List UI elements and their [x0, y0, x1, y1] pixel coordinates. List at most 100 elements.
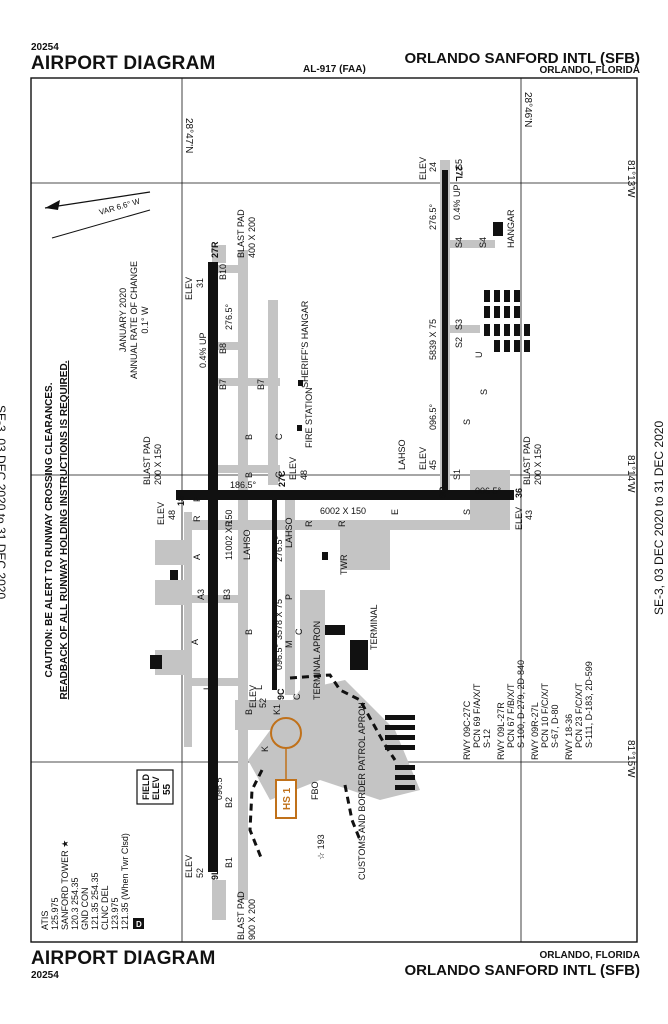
svg-text:K: K — [260, 746, 270, 752]
svg-text:RWY 09C-27C: RWY 09C-27C — [462, 700, 472, 760]
svg-text:F: F — [192, 496, 202, 502]
rwy-9l-num: 9L — [210, 869, 220, 880]
tower-label: TWR — [339, 554, 349, 575]
svg-text:B1: B1 — [224, 857, 234, 868]
rwy-36-elev: 43 — [524, 510, 534, 520]
taxiway-labels: B10 B8 B7 B7 B C B C R R R E S S S S1 S2… — [190, 159, 489, 868]
rwy-9c-elev-label: ELEV — [248, 685, 258, 708]
rwy-27r-blastpad-dims: 400 X 200 — [247, 217, 257, 258]
rwy-27l-elev: 24 — [428, 162, 438, 172]
rwy-9l-elev-label: ELEV — [184, 855, 194, 878]
svg-text:125.975: 125.975 — [50, 897, 60, 930]
lat-label-top: 28°47'N — [183, 118, 194, 153]
comms-badge: D — [136, 920, 142, 929]
rwy-36-blastpad-dims: 200 X 150 — [533, 444, 543, 485]
rwy-27r-num: 27R — [210, 241, 220, 258]
page-title-bottom: AIRPORT DIAGRAM — [31, 948, 216, 969]
airport-name-bottom: ORLANDO SANFORD INTL (SFB) — [404, 962, 640, 979]
field-elev-value: 55 — [162, 783, 173, 795]
svg-text:B10: B10 — [218, 264, 228, 280]
svg-text:121.35 254.35: 121.35 254.35 — [90, 872, 100, 930]
obstacle-label: ☆ 193 — [316, 834, 326, 860]
svg-text:S-100, D-279, 2D-840: S-100, D-279, 2D-840 — [516, 660, 526, 748]
svg-text:R: R — [337, 520, 347, 527]
rwy-18-elev: 48 — [167, 510, 177, 520]
terminal-label: TERMINAL — [369, 604, 379, 650]
runway-9r-27l — [442, 170, 448, 490]
svg-text:B: B — [244, 629, 254, 635]
svg-text:C: C — [274, 433, 284, 440]
hot-spot-box — [275, 779, 297, 819]
runway-9c-27c — [272, 490, 277, 690]
svg-text:S5: S5 — [454, 159, 464, 170]
rwy-18-elev-label: ELEV — [156, 502, 166, 525]
rwy-9l-dims: 11002 X 150 — [224, 510, 234, 560]
svg-text:121.35 (When Twr Clsd): 121.35 (When Twr Clsd) — [120, 833, 130, 930]
airport-name-top: ORLANDO SANFORD INTL (SFB) — [404, 50, 640, 67]
svg-text:M: M — [284, 641, 294, 649]
change-value: 0.1° W — [140, 306, 150, 334]
svg-text:S1: S1 — [452, 469, 462, 480]
comms-block: ATIS 125.975 SANFORD TOWER ★ 120.3 254.3… — [40, 833, 130, 930]
rwy-9l-elev: 52 — [195, 868, 205, 878]
svg-text:ATIS: ATIS — [40, 911, 50, 930]
rwy-18-blastpad: BLAST PAD — [142, 436, 152, 485]
volume-bottom: 20254 — [31, 970, 59, 981]
lon-label-2: 81°14'W — [625, 455, 636, 493]
svg-text:A: A — [192, 554, 202, 560]
caution-line-1: CAUTION: BE ALERT TO RUNWAY CROSSING CLE… — [44, 382, 55, 677]
rwy-36-num: 36 — [514, 488, 524, 498]
svg-text:B7: B7 — [218, 379, 228, 390]
field-elev-label-2: ELEV — [151, 776, 161, 800]
apron-boundary-1 — [289, 673, 397, 761]
runway-18-36 — [176, 490, 514, 500]
change-date: JANUARY 2020 — [118, 288, 128, 352]
rwy-27c-elev-label: ELEV — [288, 457, 298, 480]
lahso-2: LAHSO — [284, 517, 294, 548]
rwy-18-heading-a: 186.5° — [230, 480, 257, 490]
lat-label-right: 28°46'N — [522, 92, 533, 127]
svg-text:PCN 67 F/B/X/T: PCN 67 F/B/X/T — [506, 683, 516, 748]
svg-text:PCN 10 F/C/X/T: PCN 10 F/C/X/T — [540, 682, 550, 748]
rwy-9r-heading-b: 276.5° — [428, 203, 438, 230]
svg-text:120.3 254.35: 120.3 254.35 — [70, 877, 80, 930]
svg-text:B7: B7 — [256, 379, 266, 390]
svg-text:A: A — [190, 639, 200, 645]
rwy-27l-elev-label: ELEV — [418, 157, 428, 180]
field-elev-box — [136, 769, 174, 805]
svg-text:PCN 23 F/C/X/T: PCN 23 F/C/X/T — [574, 682, 584, 748]
hot-spot-label: HS 1 — [282, 787, 293, 810]
rwy-9l-heading-b: 276.5° — [224, 303, 234, 330]
rwy-9l-blastpad-dims: 900 X 200 — [247, 899, 257, 940]
rwy-9r-elev-label: ELEV — [418, 447, 428, 470]
apron-boundary-3 — [343, 784, 362, 841]
svg-text:A3: A3 — [196, 589, 206, 600]
airport-city-top: ORLANDO, FLORIDA — [539, 65, 640, 76]
rwy-9c-elev: 52 — [258, 698, 268, 708]
rwy-36-blastpad: BLAST PAD — [522, 436, 532, 485]
comms-badge-box — [133, 918, 144, 929]
chart-reference: AL-917 (FAA) — [303, 64, 366, 75]
rwy-9c-num: 9C — [276, 688, 286, 700]
svg-text:S4: S4 — [454, 237, 464, 248]
apron-boundary-2 — [248, 769, 264, 861]
svg-text:C: C — [292, 693, 302, 700]
rwy-9c-heading-b: 276.5° — [274, 535, 284, 562]
fire-station-label: FIRE STATION — [304, 387, 314, 448]
field-elev-label-1: FIELD — [141, 774, 151, 800]
svg-text:U: U — [474, 352, 484, 359]
graticule — [31, 78, 637, 942]
rwy-9c-heading-a: 096.5° — [274, 643, 284, 670]
rwy-27c-num: 27C — [277, 470, 287, 487]
svg-text:SANFORD TOWER ★: SANFORD TOWER ★ — [60, 840, 70, 930]
svg-text:C: C — [274, 471, 284, 478]
svg-text:S2: S2 — [454, 337, 464, 348]
svg-text:L: L — [202, 685, 212, 690]
rwy-9r-num: 9R — [438, 486, 448, 498]
rwy-27r-elev: 31 — [195, 278, 205, 288]
rwy-18-dims: 6002 X 150 — [320, 506, 366, 516]
terminal-apron-label: TERMINAL APRON — [312, 621, 322, 700]
customs-apron-label: CUSTOMS AND BORDER PATROL APRON — [357, 702, 367, 880]
rwy-9l-heading-a: 096.5° — [214, 773, 224, 800]
svg-text:B8: B8 — [218, 343, 228, 354]
